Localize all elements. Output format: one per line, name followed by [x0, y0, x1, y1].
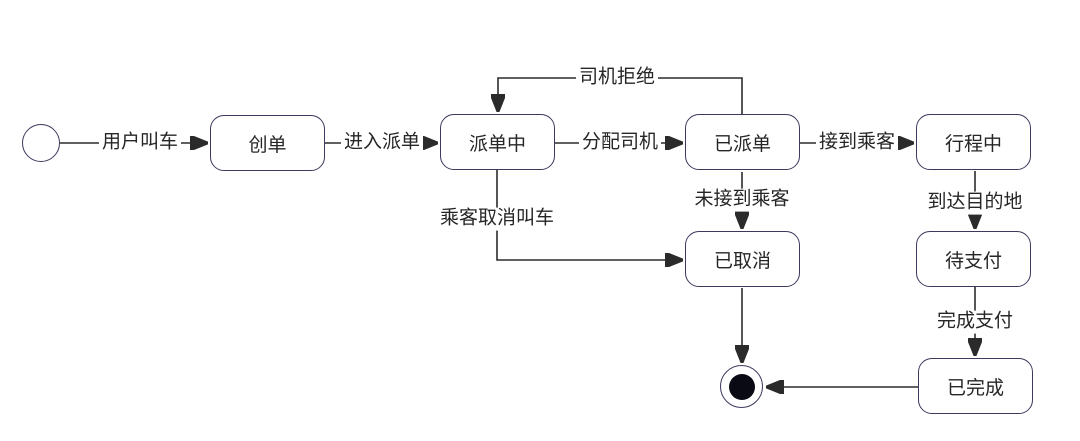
- state-node-cancelled: 已取消: [685, 231, 800, 287]
- initial-state-icon: [22, 124, 60, 162]
- state-label-in-trip: 行程中: [944, 133, 1002, 155]
- edge-label-assign-driver: 分配司机: [578, 131, 662, 155]
- state-node-completed: 已完成: [918, 358, 1033, 414]
- edge-label-enter-dispatch: 进入派单: [340, 131, 424, 155]
- final-state-dot: [728, 373, 755, 400]
- edge-label-driver-reject: 司机拒绝: [575, 66, 659, 90]
- state-node-dispatched: 已派单: [685, 114, 800, 170]
- edge-label-complete-payment: 完成支付: [933, 310, 1017, 334]
- edge-label-arrive-destination: 到达目的地: [924, 191, 1026, 215]
- state-label-pending-payment: 待支付: [944, 250, 1002, 272]
- state-node-in-trip: 行程中: [916, 114, 1031, 170]
- state-label-cancelled: 已取消: [713, 250, 771, 272]
- state-label-completed: 已完成: [946, 377, 1004, 399]
- state-label-dispatching: 派单中: [468, 133, 526, 155]
- state-label-dispatched: 已派单: [713, 133, 771, 155]
- edge-label-user-call: 用户叫车: [98, 131, 182, 155]
- edge-label-pickup-passenger: 接到乘客: [815, 131, 899, 155]
- state-node-dispatching: 派单中: [440, 114, 555, 170]
- edge-label-passenger-cancel: 乘客取消叫车: [436, 207, 558, 231]
- final-state-icon: [720, 365, 763, 408]
- state-label-create-order: 创单: [248, 134, 287, 156]
- state-node-pending-payment: 待支付: [916, 231, 1031, 287]
- edge-passenger-cancel: [496, 170, 681, 260]
- edge-label-no-pickup: 未接到乘客: [691, 188, 793, 212]
- state-node-create-order: 创单: [210, 115, 325, 171]
